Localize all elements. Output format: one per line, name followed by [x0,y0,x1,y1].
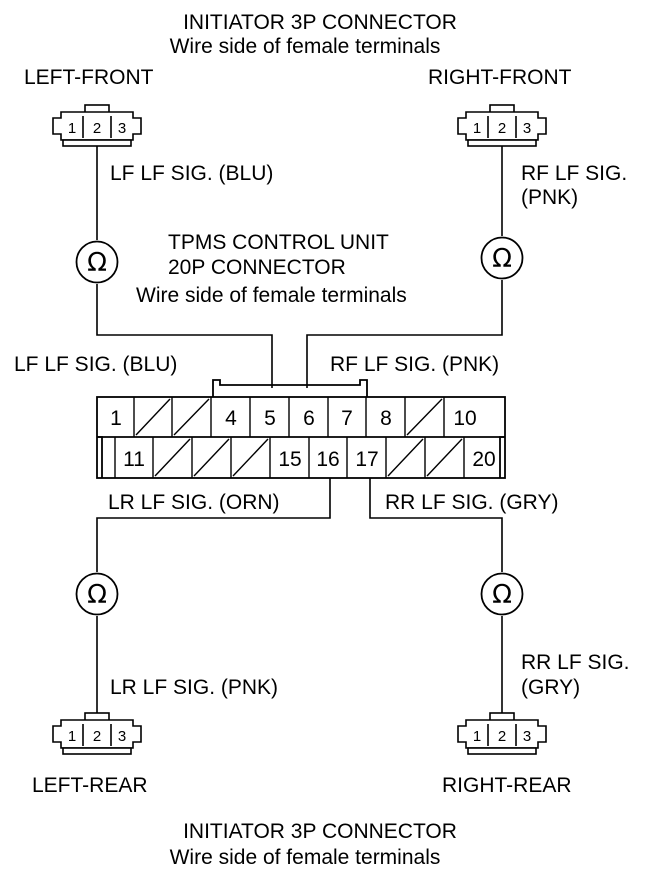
wire-lf-lower [96,284,273,388]
rf-unit-wire-label: RF LF SIG. (PNK) [330,353,500,376]
pin-label: 4 [225,407,237,430]
rr-wire-label-line2: (GRY) [521,676,581,699]
left-front-label: LEFT-FRONT [24,66,154,89]
ohmmeter-icon: Ω [75,572,119,616]
right-rear-connector: 1 2 3 [457,712,547,755]
wire-rr-upper [369,478,503,572]
control-unit-connector: 20P CONNECTOR [168,256,346,279]
pin-label: 6 [303,407,315,430]
pin-label: 11 [123,448,145,471]
right-front-label: RIGHT-FRONT [428,66,572,89]
lf-wire-label: LF LF SIG. (BLU) [110,162,274,185]
pin-label: 2 [498,120,506,137]
pin-label: 5 [264,407,276,430]
top-connector-subtitle: Wire side of female terminals [169,35,441,58]
rf-wire-label-line2: (PNK) [521,186,579,209]
left-front-connector: 1 2 3 [52,104,142,147]
right-rear-label: RIGHT-REAR [442,774,572,797]
pin-label: 3 [118,120,126,137]
svg-text:Ω: Ω [87,248,107,278]
pin-label: 2 [93,120,101,137]
pin-label: 1 [110,407,122,430]
pin-label: 1 [68,728,76,745]
top-connector-title: INITIATOR 3P CONNECTOR [183,11,457,34]
svg-text:Ω: Ω [492,244,512,274]
left-rear-connector: 1 2 3 [52,712,142,755]
rf-wire-label-line1: RF LF SIG. [521,162,628,185]
ohmmeter-icon: Ω [480,236,524,280]
pin-label: 1 [473,728,481,745]
control-unit-title: TPMS CONTROL UNIT [168,231,389,254]
left-rear-label: LEFT-REAR [32,774,148,797]
ohmmeter-icon: Ω [75,240,119,284]
svg-text:Ω: Ω [492,580,512,610]
pin-label: 2 [93,728,101,745]
wire-lr-upper [96,478,331,572]
pin-label: 10 [453,407,476,430]
pin-label: 16 [316,448,339,471]
pin-label: 1 [473,120,481,137]
lr-unit-wire-label: LR LF SIG. (ORN) [108,491,280,514]
pin-label: 7 [341,407,353,430]
right-front-connector: 1 2 3 [457,104,547,147]
lf-unit-wire-label: LF LF SIG. (BLU) [14,353,178,376]
rr-unit-wire-label: RR LF SIG. (GRY) [385,491,559,514]
rr-wire-label-line1: RR LF SIG. [521,651,630,674]
pin-label: 3 [523,120,531,137]
svg-text:Ω: Ω [87,580,107,610]
bottom-connector-title: INITIATOR 3P CONNECTOR [183,820,457,843]
pin-label: 8 [380,407,392,430]
pin-label: 2 [498,728,506,745]
bottom-connector-subtitle: Wire side of female terminals [169,846,441,869]
pin-label: 20 [472,448,495,471]
pin-label: 3 [523,728,531,745]
control-unit-subtitle: Wire side of female terminals [136,284,407,307]
pin-label: 15 [278,448,301,471]
pin-label: 1 [68,120,76,137]
pin-label: 17 [355,448,378,471]
lr-wire-label: LR LF SIG. (PNK) [110,676,279,699]
wire-rf-lower [306,280,503,388]
ohmmeter-icon: Ω [480,572,524,616]
pin-label: 3 [118,728,126,745]
